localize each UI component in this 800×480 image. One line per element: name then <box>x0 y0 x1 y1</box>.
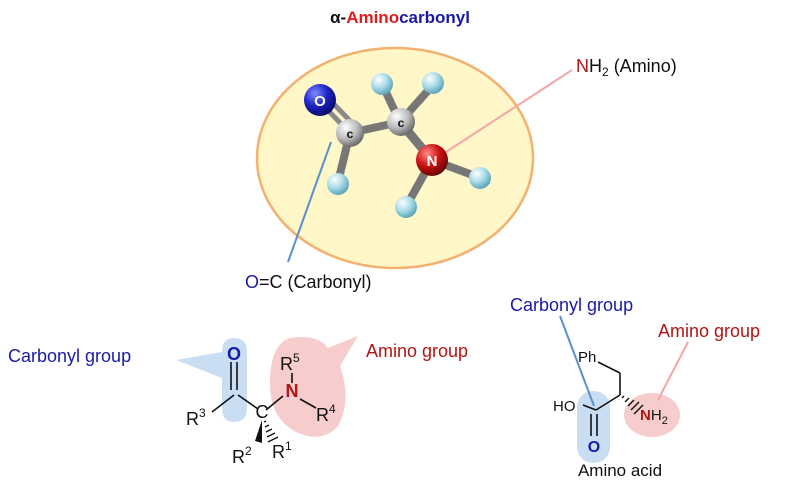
hydrogen-atom <box>469 167 491 189</box>
left-r5: R5 <box>280 351 300 374</box>
right-amino-nh2: NH2 <box>640 407 668 427</box>
right-ho: HO <box>553 398 576 415</box>
carbonyl-leader-line <box>287 141 332 263</box>
right-ph: Ph <box>578 349 596 366</box>
nitrogen-atom <box>416 144 448 176</box>
hydrogen-atom <box>327 173 349 195</box>
carbonyl-callout-tail: =C (Carbonyl) <box>259 272 372 292</box>
right-carbonyl-highlight <box>577 391 610 463</box>
right-carbonyl-leader <box>559 315 595 407</box>
oxygen-atom-label: O <box>314 93 326 110</box>
left-r3: R3 <box>186 406 206 429</box>
hydrogen-atom <box>422 72 444 94</box>
carbon-atom-label: c <box>347 127 354 141</box>
hydrogen-atom <box>395 196 417 218</box>
amino-callout-n: N <box>576 56 589 76</box>
left-r2: R2 <box>232 444 252 467</box>
amino-acid-structure: Carbonyl group Amino group Ph HO O NH2 A… <box>510 295 760 480</box>
amino-callout-h: H <box>589 56 602 76</box>
hashed-bond <box>263 420 279 443</box>
hydrogen-atom <box>371 73 393 95</box>
amino-callout: NH2 (Amino) <box>576 56 677 79</box>
left-carbonyl-o: O <box>227 344 241 364</box>
right-carbonyl-o: O <box>588 439 600 456</box>
amino-callout-tail: (Amino) <box>609 56 677 76</box>
right-carbonyl-group-label: Carbonyl group <box>510 295 633 315</box>
carbonyl-highlight-bubble <box>176 338 247 422</box>
amino-highlight-bubble <box>270 336 358 437</box>
ball-and-stick-model: c c O N <box>304 72 491 218</box>
diagram-title: α-Aminocarbonyl <box>330 8 470 27</box>
carbon-atom-label: c <box>398 116 405 130</box>
title-alpha-prefix: α- <box>330 8 346 27</box>
left-amino-n: N <box>286 381 299 401</box>
generic-aminocarbonyl-structure: Carbonyl group Amino group O C N R3 R5 R… <box>8 336 468 467</box>
left-amino-group-label: Amino group <box>366 341 468 361</box>
title-amino: Amino <box>346 8 399 27</box>
amino-acid-caption: Amino acid <box>578 461 662 480</box>
wedge-bond <box>255 420 262 443</box>
title-carbonyl: carbonyl <box>399 8 470 27</box>
carbonyl-callout-o: O <box>245 272 259 292</box>
amino-callout-sub: 2 <box>602 65 609 79</box>
carbonyl-callout: O=C (Carbonyl) <box>245 272 372 292</box>
left-r1: R1 <box>272 439 292 462</box>
right-amino-highlight <box>624 393 680 437</box>
right-amino-leader <box>657 341 689 401</box>
hashed-bond <box>621 395 644 415</box>
carbon-atom <box>387 108 415 136</box>
oxygen-atom <box>304 84 336 116</box>
nitrogen-atom-label: N <box>427 153 438 170</box>
right-amino-group-label: Amino group <box>658 321 760 341</box>
carbon-atom <box>336 119 364 147</box>
amino-leader-line <box>445 69 573 153</box>
left-r4: R4 <box>316 402 336 425</box>
left-central-c: C <box>256 402 269 422</box>
left-carbonyl-group-label: Carbonyl group <box>8 346 131 366</box>
